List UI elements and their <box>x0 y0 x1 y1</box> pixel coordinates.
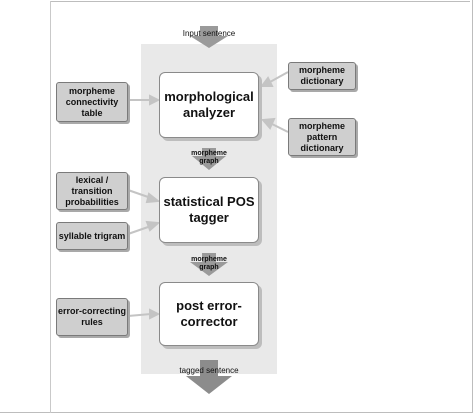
arrow-pattern-dictionary <box>271 123 289 133</box>
stage-morphological-analyzer: morphological analyzer <box>159 72 259 138</box>
resource-lexical-probabilities: lexical / transition probabilities <box>56 172 128 210</box>
arrow-lexical <box>127 189 152 199</box>
arrow-tagger-to-corrector <box>190 253 228 276</box>
output-arrow <box>186 360 232 394</box>
arrow-analyzer-to-tagger <box>192 148 226 170</box>
stage-pos-tagger: statistical POS tagger <box>159 177 259 243</box>
edge-label-graph-2: morpheme graph <box>191 256 227 271</box>
input-label: Input sentence <box>182 29 236 38</box>
resource-connectivity-table: morpheme connectivity table <box>56 82 128 122</box>
arrow-trigram <box>127 225 152 235</box>
resource-pattern-dictionary: morpheme pattern dictionary <box>288 118 356 156</box>
input-arrow <box>190 26 228 48</box>
frame-left-line <box>50 1 51 413</box>
output-label: tagged sentence <box>179 366 239 375</box>
stage-post-error-corrector: post error-corrector <box>159 282 259 346</box>
frame-top-line <box>50 1 470 2</box>
resource-morpheme-dictionary: morpheme dictionary <box>288 62 356 90</box>
resource-syllable-trigram: syllable trigram <box>56 222 128 250</box>
resource-error-correcting-rules: error-correcting rules <box>56 298 128 336</box>
arrow-dictionary <box>269 71 289 83</box>
edge-label-graph-1: morpheme graph <box>191 150 227 165</box>
arrow-error-rules <box>127 313 152 317</box>
